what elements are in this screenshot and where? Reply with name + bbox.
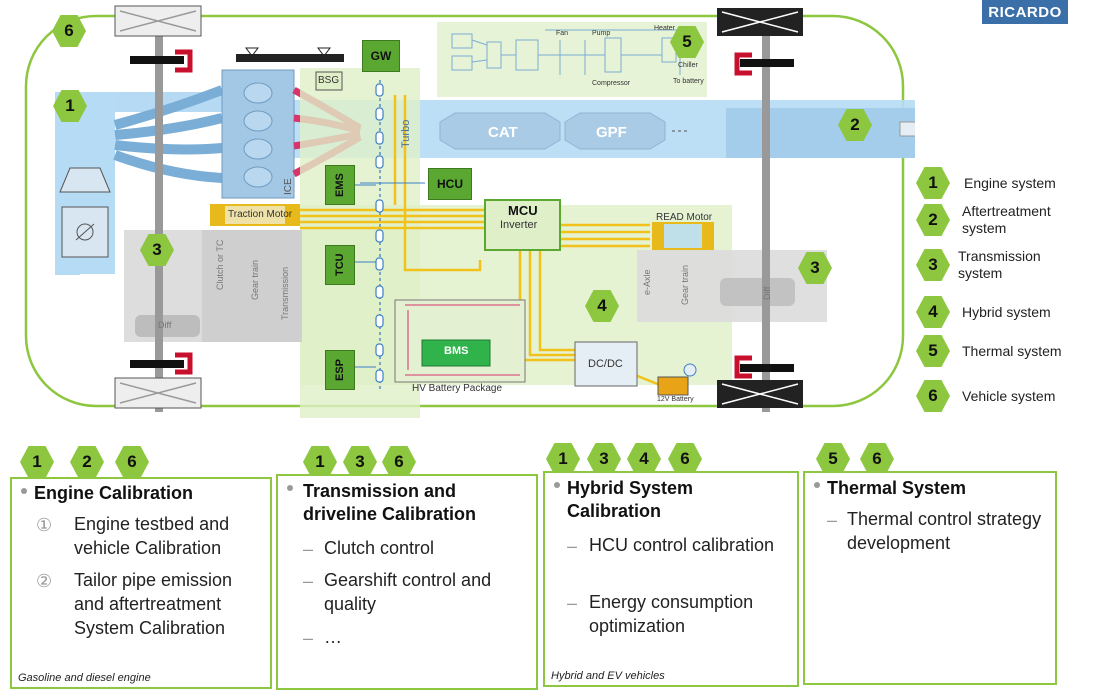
- ice-label: ICE: [283, 178, 294, 195]
- legend-label: Transmission system: [958, 248, 1041, 281]
- logo-text: RICARDO: [988, 3, 1062, 21]
- card-hybrid-tag: 3: [587, 443, 621, 475]
- item-marker: –: [827, 510, 838, 530]
- card-bullet: [21, 488, 27, 494]
- legend-item-hybrid: 4 Hybrid system: [916, 295, 1051, 329]
- card-item: Thermal control strategy development: [847, 509, 1042, 553]
- gw-box: GW: [362, 40, 400, 72]
- diagram-graphics: [24, 5, 915, 418]
- marker-transmission-rear: 3: [798, 252, 832, 284]
- marker-transmission-front: 3: [140, 234, 174, 266]
- hcu-box: HCU: [428, 168, 472, 200]
- item-marker: –: [303, 628, 314, 648]
- legend-item-vehicle: 6 Vehicle system: [916, 379, 1055, 413]
- card-thermal-tag: 6: [860, 443, 894, 475]
- esp-box: ESP: [325, 350, 355, 390]
- card-title: Engine Calibration: [34, 483, 194, 503]
- clutch-label: Clutch or TC: [215, 239, 225, 290]
- card-item: Clutch control: [324, 538, 435, 558]
- vehicle-diagram: GW EMS HCU TCU ESP BSG Turbo CAT GPF ICE…: [24, 5, 915, 418]
- legend-label: Thermal system: [962, 342, 1062, 359]
- card-title: Transmission and driveline Calibration: [303, 481, 477, 524]
- ricardo-logo: RICARDO: [982, 0, 1068, 24]
- card-engine-calibration: Engine Calibration ① Engine testbed and …: [10, 477, 272, 689]
- bms-label: BMS: [444, 345, 469, 357]
- card-transmission-calibration: Transmission and driveline Calibration –…: [276, 474, 538, 690]
- read-motor-label: READ Motor: [656, 212, 713, 223]
- legend-item-aftertreatment: 2 Aftertreatment system: [916, 203, 1082, 237]
- bsg-label: BSG: [318, 75, 340, 86]
- item-marker: –: [567, 593, 578, 613]
- thermal-pump-label: Pump: [592, 30, 611, 37]
- legend-hex: 3: [916, 249, 950, 281]
- thermal-compressor-label: Compressor: [592, 80, 631, 87]
- legend-hex: 5: [916, 335, 950, 367]
- mcu-label: MCU: [508, 203, 538, 218]
- diff-label: Diff: [158, 320, 172, 330]
- thermal-fan-label: Fan: [556, 30, 569, 37]
- card-hybrid-calibration: Hybrid System Calibration – HCU control …: [543, 471, 799, 687]
- card-thermal-system: Thermal System – Thermal control strateg…: [803, 471, 1057, 685]
- battery-12v-label: 12V Battery: [657, 396, 694, 403]
- ems-box: EMS: [325, 165, 355, 205]
- marker-thermal: 5: [670, 26, 704, 58]
- card-footer: Gasoline and diesel engine: [18, 672, 151, 684]
- hv-battery-label: HV Battery Package: [412, 383, 503, 394]
- legend-hex: 6: [916, 380, 950, 412]
- item-marker: –: [303, 539, 314, 559]
- gpf-label: GPF: [596, 124, 627, 141]
- tcu-box: TCU: [325, 245, 355, 285]
- card-item: …: [324, 627, 342, 647]
- card-hybrid-tag: 4: [627, 443, 661, 475]
- dcdc-label: DC/DC: [588, 358, 623, 370]
- item-marker: –: [567, 536, 578, 556]
- legend-hex: 4: [916, 296, 950, 328]
- card-item: Energy consumption optimization: [589, 592, 754, 636]
- thermal-chiller-label: Chiller: [678, 62, 698, 69]
- legend-item-engine: 1 Engine system: [916, 166, 1056, 200]
- gear-train-label: Gear train: [250, 259, 260, 300]
- legend-hex: 1: [916, 167, 950, 199]
- vehicle-outline: [24, 14, 905, 408]
- legend-item-transmission: 3 Transmission system: [916, 248, 1068, 282]
- card-title: Hybrid System Calibration: [567, 478, 694, 521]
- card-thermal-tag: 5: [816, 443, 850, 475]
- diff-rear-label: Diff: [762, 286, 772, 300]
- thermal-heater-label: Heater: [654, 25, 676, 32]
- thermal-to-battery-label: To battery: [673, 78, 704, 85]
- marker-hybrid: 4: [585, 290, 619, 322]
- card-item: Tailor pipe emission and aftertreatment …: [74, 570, 233, 638]
- item-marker: ①: [36, 515, 53, 535]
- e-axle-label: e-Axle: [642, 269, 652, 295]
- item-marker: –: [303, 571, 314, 591]
- card-hybrid-tag: 1: [546, 443, 580, 475]
- marker-exhaust: 2: [838, 109, 872, 141]
- card-bullet: [814, 482, 820, 488]
- legend-label: Aftertreatment system: [962, 203, 1051, 236]
- gear-train-rear-label: Gear train: [680, 264, 690, 305]
- card-engine-tag: 6: [115, 446, 149, 478]
- card-item: HCU control calibration: [589, 535, 775, 555]
- card-item: Engine testbed and vehicle Calibration: [74, 514, 230, 558]
- legend-label: Engine system: [964, 174, 1056, 191]
- card-bullet: [554, 482, 560, 488]
- item-marker: ②: [36, 571, 53, 591]
- turbo-label: Turbo: [400, 119, 412, 148]
- legend-hex: 2: [916, 204, 950, 236]
- traction-motor-label: Traction Motor: [228, 209, 293, 220]
- card-item: Gearshift control and quality: [324, 570, 492, 614]
- card-bullet: [287, 485, 293, 491]
- legend-label: Vehicle system: [962, 387, 1056, 404]
- card-title: Thermal System: [827, 478, 967, 498]
- cat-label: CAT: [488, 124, 518, 141]
- inverter-label: Inverter: [500, 219, 538, 231]
- card-hybrid-tag: 6: [668, 443, 702, 475]
- card-engine-tag: 1: [20, 446, 54, 478]
- transmission-label: Transmission: [280, 266, 290, 320]
- legend-item-thermal: 5 Thermal system: [916, 334, 1062, 368]
- card-footer: Hybrid and EV vehicles: [551, 670, 665, 682]
- legend-label: Hybrid system: [962, 303, 1051, 320]
- card-engine-tag: 2: [70, 446, 104, 478]
